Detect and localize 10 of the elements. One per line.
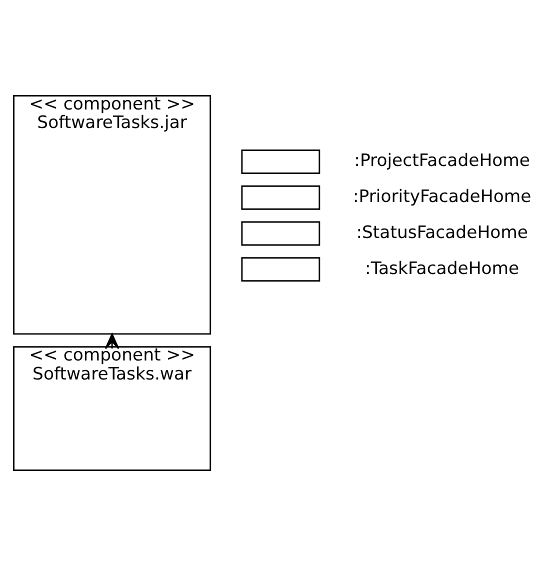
node-box (241, 256, 320, 282)
node-label: :TaskFacadeHome (365, 258, 520, 278)
node-label: :ProjectFacadeHome (354, 150, 530, 171)
node-label: :PriorityFacadeHome (353, 186, 532, 207)
node-box (241, 184, 320, 210)
node-label: :StatusFacadeHome (356, 222, 528, 242)
node-box (241, 149, 320, 174)
node-box: << component >> SoftwareTasks.jar (13, 94, 212, 334)
node-box (241, 220, 320, 246)
arrow (104, 332, 120, 349)
